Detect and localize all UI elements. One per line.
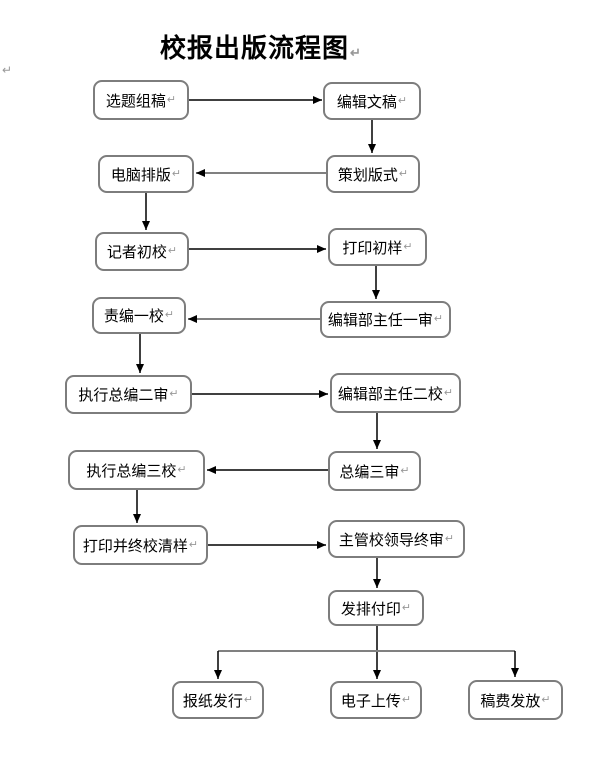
paragraph-mark: ↵ (171, 167, 182, 180)
paragraph-mark: ↵ (433, 313, 444, 325)
node-chief-editor-third-review: 总编三审↵ (328, 451, 421, 491)
node-label: 策划版式 (337, 166, 398, 184)
paragraph-mark: ↵ (188, 538, 199, 551)
paragraph-mark: ↵ (243, 693, 254, 706)
node-label: 编辑文稿 (336, 93, 397, 111)
paragraph-mark: ↵ (541, 693, 551, 706)
node-label: 电脑排版 (110, 166, 171, 184)
node-school-leader-final-review: 主管校领导终审↵ (328, 520, 465, 558)
node-label: 执行总编三校 (86, 462, 177, 480)
paragraph-mark: ↵ (2, 63, 13, 77)
paragraph-mark: ↵ (403, 240, 413, 253)
paragraph-mark: ↵ (400, 464, 410, 477)
paragraph-mark: ↵ (401, 693, 412, 706)
node-print-first-sample: 打印初样↵ (328, 228, 427, 266)
paragraph-mark: ↵ (169, 388, 179, 400)
node-reporter-first-proof: 记者初校↵ (95, 232, 189, 271)
node-label: 稿费发放 (480, 692, 541, 710)
node-computer-typesetting: 电脑排版↵ (98, 155, 194, 193)
node-editor-first-proof: 责编一校↵ (92, 297, 186, 334)
node-fee-payment: 稿费发放↵ (468, 680, 563, 720)
node-label: 打印并终校清样 (82, 537, 188, 555)
node-send-to-print: 发排付印↵ (328, 590, 424, 626)
node-label: 报纸发行 (182, 692, 243, 710)
page-title-text: 校报出版流程图 (160, 33, 350, 63)
node-label: 总编三审 (339, 463, 400, 481)
paragraph-mark: ↵ (401, 601, 412, 614)
paragraph-mark: ↵ (167, 245, 178, 257)
node-label: 主管校领导终审 (338, 531, 444, 549)
paragraph-mark: ↵ (177, 463, 187, 476)
paragraph-mark: ↵ (443, 386, 454, 399)
node-label: 记者初校 (106, 244, 167, 261)
node-label: 发排付印 (340, 600, 401, 618)
node-label: 打印初样 (342, 239, 403, 257)
node-label: 选题组稿 (105, 92, 166, 110)
paragraph-mark: ↵ (350, 45, 362, 60)
node-executive-editor-second-review: 执行总编二审↵ (65, 375, 192, 414)
node-label: 责编一校 (103, 308, 164, 325)
paragraph-mark: ↵ (166, 93, 177, 106)
page-title: 校报出版流程图↵ (160, 28, 362, 65)
node-label: 编辑部主任一审 (327, 312, 433, 329)
paragraph-mark: ↵ (398, 167, 409, 180)
node-label: 执行总编二审 (78, 387, 169, 404)
node-print-final-proof: 打印并终校清样↵ (73, 525, 208, 565)
node-dept-director-first-review: 编辑部主任一审↵ (320, 301, 451, 338)
node-label: 编辑部主任二校 (337, 385, 443, 403)
node-executive-editor-third-proof: 执行总编三校↵ (68, 450, 205, 490)
node-newspaper-distribution: 报纸发行↵ (172, 681, 264, 719)
node-electronic-upload: 电子上传↵ (330, 681, 422, 719)
node-label: 电子上传 (340, 692, 401, 710)
node-edit-manuscript: 编辑文稿↵ (323, 82, 421, 120)
paragraph-mark: ↵ (444, 532, 455, 545)
node-topic-selection: 选题组稿↵ (93, 80, 189, 120)
node-layout-planning: 策划版式↵ (326, 155, 420, 193)
paragraph-mark: ↵ (164, 309, 175, 321)
paragraph-mark: ↵ (397, 94, 408, 107)
node-dept-director-second-proof: 编辑部主任二校↵ (330, 373, 461, 413)
